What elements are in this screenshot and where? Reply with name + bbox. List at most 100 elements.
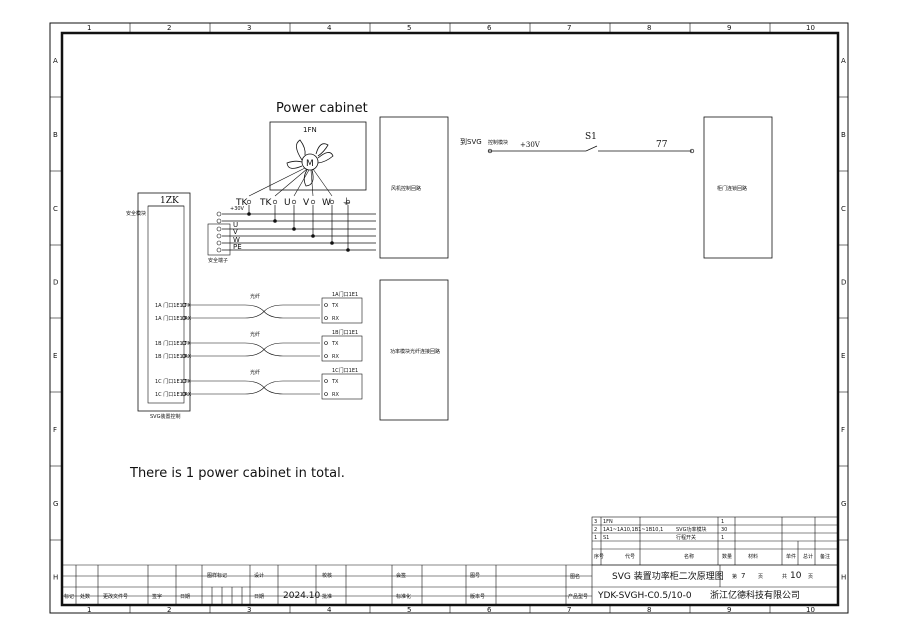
fiber-unit-box xyxy=(321,297,363,324)
module-port-pin xyxy=(181,378,187,384)
fan-terminal-label: W xyxy=(322,198,331,208)
col-label: 6 xyxy=(487,24,492,32)
module-port-label: 1A 门口1E1 RX xyxy=(155,315,192,322)
fiber-unit-tx: TX xyxy=(331,341,339,347)
fiber-unit-rx: RX xyxy=(332,316,339,322)
terminal-pin xyxy=(216,226,222,232)
row-label: D xyxy=(841,279,846,287)
fiber-line xyxy=(186,304,320,319)
sheet-number: 7 xyxy=(741,572,745,580)
fiber-unit-box xyxy=(321,335,363,362)
parts-qty: 1 xyxy=(721,519,724,525)
terminal-pin xyxy=(216,233,222,239)
door-interlock-label: 柜门连锁回路 xyxy=(717,185,747,192)
title-block xyxy=(62,564,838,605)
power-cabinet-title: Power cabinet xyxy=(276,101,368,116)
fiber-line xyxy=(186,342,320,357)
parts-header: 代号 xyxy=(625,553,635,560)
total-unit: 页 xyxy=(808,574,813,580)
title-role: 设计 xyxy=(254,572,264,579)
fan-terminal-pin xyxy=(272,199,278,205)
title-role: 标准化 xyxy=(396,593,411,600)
module-port-pin xyxy=(181,302,187,308)
parts-code: 1A1~1A10,1B1~1B10,1 xyxy=(603,527,663,533)
terminal-block-frame xyxy=(207,223,231,256)
fiber-pair xyxy=(186,380,320,395)
parts-name: SVG功率模块 xyxy=(676,526,706,533)
fan-control-box xyxy=(379,116,449,259)
fiber-loop-label: 功率模块光纤连接回路 xyxy=(390,348,440,355)
row-label: F xyxy=(841,426,845,434)
module-port-pin xyxy=(181,353,187,359)
revision-header: 更改文件号 xyxy=(103,593,128,600)
svg-line-label: 到SVG xyxy=(460,138,482,146)
parts-code: S1 xyxy=(603,535,609,541)
module-port-label: 1B 门口1E1 TX xyxy=(155,340,191,347)
col-label: 1 xyxy=(87,24,91,32)
bus-junctions xyxy=(247,212,350,252)
fiber-unit-name: 1A门口1E1 xyxy=(332,291,358,298)
control-module: 1ZK 安全模块 SVG装置控制 1A 门口1E1 TX 1A 门口1E1 RX 1… xyxy=(126,192,192,420)
fiber-unit-name: 1C门口1E1 xyxy=(332,367,358,374)
row-label: H xyxy=(53,574,58,582)
fiber-loop-box xyxy=(379,279,449,421)
column-grid xyxy=(50,23,848,613)
parts-table xyxy=(591,516,839,566)
col-label: 5 xyxy=(407,606,411,614)
phase-label: U xyxy=(233,221,238,229)
total-pages: 10 xyxy=(790,571,802,581)
fiber-unit-pin xyxy=(324,379,328,383)
title-role: 批准 xyxy=(322,593,332,600)
fiber-unit-tx: TX xyxy=(331,303,339,309)
fiber-unit-pin xyxy=(324,303,328,307)
col-label: 3 xyxy=(247,606,251,614)
fiber-label: 光纤 xyxy=(250,331,260,338)
col-label: 9 xyxy=(727,24,731,32)
product-label: 产品型号 xyxy=(568,593,588,600)
parts-qty: 1 xyxy=(721,535,724,541)
parts-code: 1FN xyxy=(603,519,613,525)
fiber-unit-rx: RX xyxy=(332,354,339,360)
col-label: 4 xyxy=(327,24,332,32)
fan-terminal-label: V xyxy=(303,198,310,208)
total-label: 共 xyxy=(782,573,787,580)
fan-terminal-label: TK xyxy=(235,198,248,208)
parts-qty: 30 xyxy=(721,527,727,533)
fan-tag: 1FN xyxy=(303,126,317,134)
col-label: 1 xyxy=(87,606,91,614)
module-side-label: 安全模块 xyxy=(126,210,146,217)
module-port-label: 1A 门口1E1 TX xyxy=(155,302,191,309)
module-title: 1ZK xyxy=(160,196,179,206)
phase-label: W xyxy=(233,236,240,244)
module-port-pin xyxy=(181,340,187,346)
fan-terminal-pin xyxy=(329,199,335,205)
motor-leads xyxy=(248,167,333,197)
module-bottom-label: SVG装置控制 xyxy=(150,413,180,420)
revision-header: 标记 xyxy=(64,593,74,600)
fan-terminal-label: U xyxy=(284,198,291,208)
phase-label: V xyxy=(233,228,238,236)
svg-control-line: 到SVG 控制模块 +30V S1 77 xyxy=(460,132,695,154)
col-label: 2 xyxy=(167,606,171,614)
title-role: 图样标记 xyxy=(207,572,227,579)
module-port-pin xyxy=(181,315,187,321)
fan-enclosure xyxy=(269,121,367,191)
parts-header: 名称 xyxy=(684,553,694,560)
revision-header: 日期 xyxy=(180,594,190,600)
col-label: 8 xyxy=(647,606,651,614)
motor-symbol: M xyxy=(306,159,314,169)
col-label: 5 xyxy=(407,24,411,32)
title-role: 会签 xyxy=(396,572,406,579)
sheet-label: 第 xyxy=(732,573,737,580)
fiber-unit-name: 1B门口1E1 xyxy=(332,329,358,336)
svg-line-sublabel: 控制模块 xyxy=(488,139,508,146)
fiber-unit-box xyxy=(321,373,363,400)
parts-header: 备注 xyxy=(820,553,830,560)
